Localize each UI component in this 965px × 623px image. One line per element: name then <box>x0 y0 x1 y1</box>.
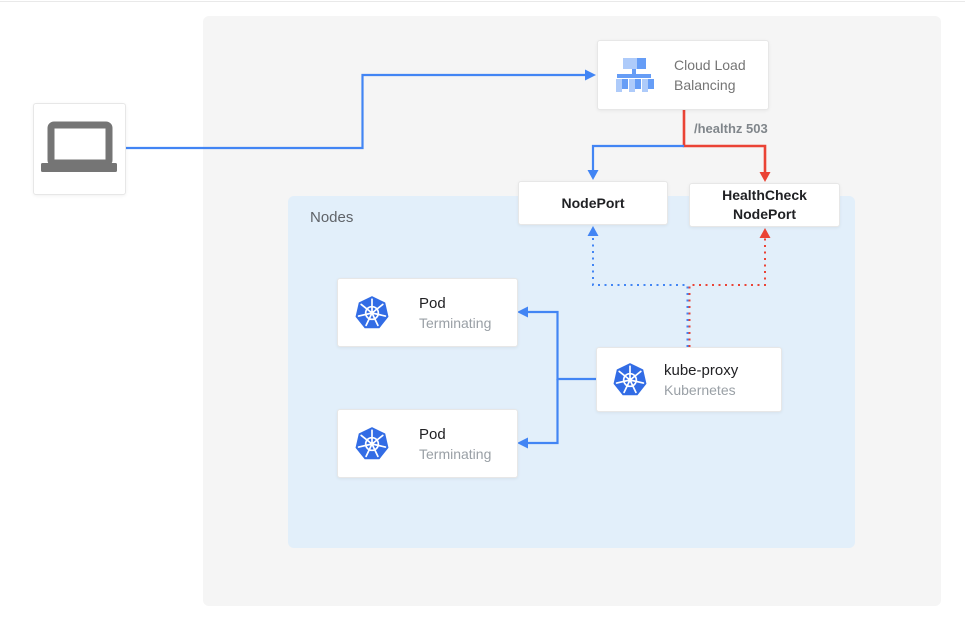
kubeproxy-to-pod2-arrowhead <box>517 437 528 449</box>
kubernetes-icon <box>613 362 647 395</box>
cloud-load-balancing-label: Cloud Load Balancing <box>674 56 746 93</box>
kubeproxy-to-pod1-arrowhead <box>517 306 528 318</box>
page-top-divider <box>0 1 965 2</box>
kube-proxy-title: kube-proxy <box>664 361 739 379</box>
pod-node: Pod Terminating <box>337 409 518 478</box>
pod-status: Terminating <box>419 445 492 462</box>
nodeport-label: NodePort <box>561 194 625 211</box>
pod-title: Pod <box>419 294 446 312</box>
lb-to-nodeport-arrowhead <box>587 170 599 180</box>
healthcheck-nodeport-label: HealthCheck NodePort <box>722 187 807 222</box>
nodeport-node: NodePort <box>518 181 668 225</box>
kubernetes-icon <box>355 426 389 459</box>
kubeproxy-to-healthcheck-arrowhead <box>759 228 771 238</box>
cloud-load-balancing-node: Cloud Load Balancing <box>597 40 769 110</box>
pod-status: Terminating <box>419 314 492 331</box>
healthcheck-nodeport-node: HealthCheck NodePort <box>689 183 840 227</box>
kube-proxy-subtitle: Kubernetes <box>664 381 736 398</box>
pod-title: Pod <box>419 425 446 443</box>
kubernetes-icon <box>355 295 389 328</box>
client-to-lb-arrowhead <box>585 69 596 81</box>
lb-to-healthcheck-line <box>682 110 767 172</box>
kubeproxy-to-pod1-line <box>528 310 596 381</box>
client-to-lb-line <box>126 73 585 150</box>
pod-node: Pod Terminating <box>337 278 518 347</box>
kubeproxy-to-pod2-line <box>528 379 559 445</box>
kubeproxy-to-nodeport-dotted-line <box>592 236 689 347</box>
client-node <box>33 103 126 195</box>
nodes-region-label: Nodes <box>310 209 354 226</box>
kubeproxy-to-nodeport-arrowhead <box>587 226 599 236</box>
kubeproxy-to-healthcheck-dotted-line <box>688 238 766 347</box>
laptop-icon <box>40 121 117 172</box>
kube-proxy-node: kube-proxy Kubernetes <box>596 347 782 412</box>
lb-to-healthcheck-arrowhead <box>759 172 771 182</box>
cloud-load-balancing-icon <box>616 58 654 92</box>
healthz-status-label: /healthz 503 <box>694 121 768 136</box>
lb-to-nodeport-line <box>591 144 684 170</box>
